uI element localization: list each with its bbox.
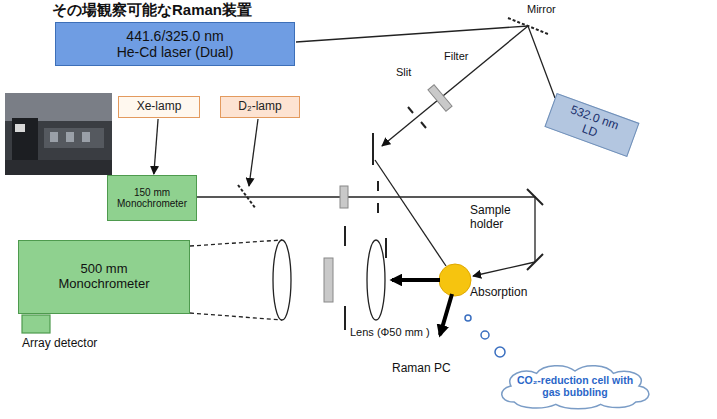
slit-symbol [408,107,426,128]
laser-beam [528,26,555,98]
laser-beam [296,26,528,42]
node-text: Xe-lamp [137,100,182,114]
probe-beam [187,197,535,262]
photo-floor [5,160,112,175]
ld-box: 532.0 nm LD [545,93,640,157]
sample-cell [439,264,471,296]
filter-label: Filter [444,50,468,63]
mirror-symbol [527,189,543,205]
node-text: D₂-lamp [238,100,281,114]
lens-label: Lens (Φ50 mm ) [350,326,430,339]
filter-symbol [428,85,452,112]
photo-equipment [12,118,38,160]
laser-beam [382,26,528,146]
monochromator-box: 500 mm Monochrometer [18,240,190,314]
photo-optic [82,132,90,142]
gas-bubble [481,331,489,339]
slit-symbol [345,226,386,330]
beam-arrow [154,119,158,174]
photo-bench [44,128,104,148]
lab-photo [5,93,112,175]
probe-beam [473,262,535,276]
detector-box [22,315,50,333]
monochromator-box: 150 mm Monochrometer [107,175,197,221]
node-text: CO₂-reduction cell with gas bubbling [511,374,639,398]
lamp-box: Xe-lamp [118,96,200,118]
node-text: 441.6/325.0 nm He-Cd laser (Dual) [114,28,236,60]
photo-ground [5,93,112,175]
lamp-beam [249,119,258,186]
gas-bubble [495,347,505,357]
title: その場観察可能なRaman装置 [52,1,252,18]
photo-equipment [15,124,25,132]
slit-symbol [377,181,379,213]
detector-label: Array detector [22,337,97,351]
raman-label: Raman PC [392,362,451,376]
node-text: 150 mm Monochrometer [114,187,190,210]
photo-optic [50,132,58,142]
lens-symbol [273,240,291,320]
signal-arrow [392,278,440,282]
gas-bubble [465,315,471,321]
lens-symbol [367,240,385,320]
absorption-label: Absorption [470,286,527,300]
photo-wall [5,93,112,121]
node-text: 500 mm Monochrometer [49,262,159,292]
mirror-symbol [372,133,374,165]
slit-label: Slit [396,66,411,79]
laser-box: 441.6/325.0 nm He-Cd laser (Dual) [55,22,295,66]
sample-holder-label: Sample holder [470,204,532,232]
photo-optic [66,132,74,142]
cell-cloud: CO₂-reduction cell with gas bubbling [495,363,655,409]
filter-symbol [324,258,333,302]
node-text: 532.0 nm LD [557,101,627,149]
cloud-shape [502,366,649,409]
collection-cone [190,240,282,320]
filter-symbol [340,186,348,208]
lamp-box: D₂-lamp [220,96,300,118]
mirror-label: Mirror [527,3,556,16]
signal-arrow [440,294,452,335]
